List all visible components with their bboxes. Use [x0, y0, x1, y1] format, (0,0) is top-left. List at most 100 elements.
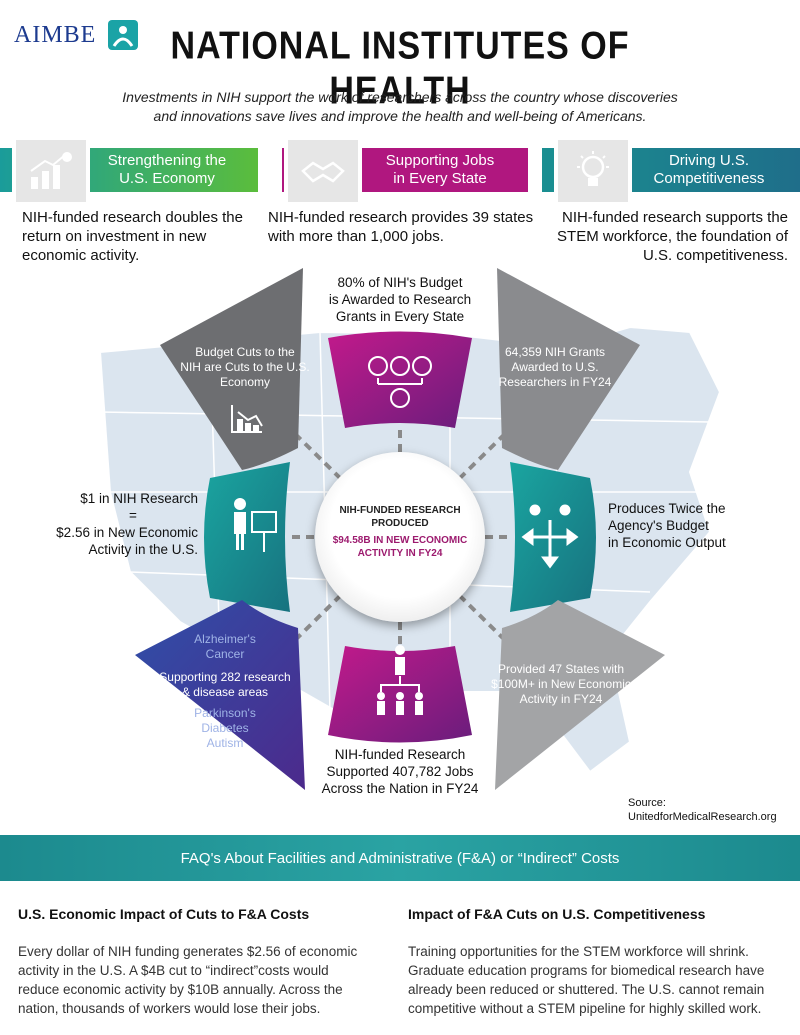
- sector-economic-activity: [204, 462, 290, 612]
- handshake-icon: [301, 161, 345, 183]
- sector-grants: [497, 268, 640, 470]
- column-body-economic: Every dollar of NIH funding generates $2…: [18, 942, 398, 1018]
- pillar-jobs-desc: NIH-funded research provides 39 states w…: [268, 208, 538, 246]
- desc-line: STEM workforce, the foundation of: [557, 228, 788, 245]
- text-line: =: [129, 508, 137, 523]
- bottom-text: NIH-funded Research Supported 407,782 Jo…: [290, 746, 510, 797]
- pillar-jobs-icon-box: [284, 136, 362, 206]
- text-line: Agency's Budget: [608, 518, 709, 533]
- text-line: Grants in Every State: [335, 309, 465, 324]
- presenter-icon: [234, 498, 277, 552]
- body-line: Graduate education programs for biomedic…: [408, 963, 765, 978]
- center-text: NIH-FUNDED RESEARCH PRODUCED $94.58B IN …: [325, 504, 475, 560]
- pillar-economy-icon-box: [12, 136, 90, 206]
- states-label: Provided 47 States with $100M+ in New Ec…: [486, 662, 636, 707]
- label-line: & disease areas: [181, 685, 269, 699]
- subtitle-line: Investments in NIH support the work of r…: [122, 89, 678, 105]
- desc-line: NIH-funded research provides 39 states: [268, 209, 534, 226]
- label-line: Economy: [219, 375, 271, 389]
- desc-line: NIH-funded research doubles the: [22, 209, 243, 226]
- center-highlight-line: ACTIVITY IN FY24: [357, 548, 443, 559]
- body-line: Training opportunities for the STEM work…: [408, 944, 749, 959]
- grants-label: 64,359 NIH Grants Awarded to U.S. Resear…: [490, 345, 620, 390]
- desc-line: economic activity.: [22, 247, 140, 264]
- label-line: 64,359 NIH Grants: [504, 345, 606, 359]
- sector-states: [495, 600, 665, 790]
- center-highlight-line: $94.58B IN NEW ECONOMIC: [332, 535, 468, 546]
- label-line: Activity in FY24: [519, 692, 603, 706]
- pillar-competitiveness-desc: NIH-funded research supports the STEM wo…: [548, 208, 788, 265]
- sector-research-grants: [328, 331, 472, 428]
- page-title: NATIONAL INSTITUTES OF HEALTH: [170, 24, 630, 113]
- declining-chart-icon: [231, 405, 263, 433]
- pillar-title-line: Strengthening the: [107, 152, 227, 169]
- people-network-icon: [368, 356, 432, 408]
- body-line: activity in the U.S. A $4B cut to “indir…: [18, 963, 329, 978]
- center-text-line: NIH-FUNDED RESEARCH: [339, 505, 461, 516]
- faq-banner: FAQ's About Facilities and Administrativ…: [0, 835, 800, 881]
- right-text: Produces Twice the Agency's Budget in Ec…: [608, 500, 778, 551]
- label-line: Supporting 282 research: [159, 670, 291, 684]
- desc-line: with more than 1,000 jobs.: [268, 228, 444, 245]
- text-line: 80% of NIH's Budget: [337, 275, 463, 290]
- body-line: competitive without a STEM pipeline for …: [408, 1001, 762, 1016]
- center-circle: NIH-FUNDED RESEARCH PRODUCED $94.58B IN …: [315, 452, 485, 622]
- column-body-competitiveness: Training opportunities for the STEM work…: [408, 942, 793, 1018]
- wheel-connectors: [283, 422, 517, 652]
- body-line: already been reduced or shuttered. The U…: [408, 982, 765, 997]
- disease-name: Parkinson's: [194, 706, 256, 720]
- text-line: NIH-funded Research: [334, 747, 466, 762]
- sector-budget-cuts: [160, 268, 303, 470]
- subtitle-line: and innovations save lives and improve t…: [153, 108, 647, 124]
- page-subtitle: Investments in NIH support the work of r…: [80, 88, 720, 126]
- pillar-competitiveness-icon-box: [554, 136, 632, 206]
- pillar-title-line: in Every State: [393, 170, 487, 187]
- text-line: $1 in NIH Research: [80, 491, 198, 506]
- logo-text: AIMBE: [14, 22, 97, 48]
- disease-areas-label: Alzheimer's Cancer Supporting 282 resear…: [150, 632, 300, 751]
- text-line: $2.56 in New Economic: [56, 525, 198, 540]
- text-line: Across the Nation in FY24: [321, 781, 479, 796]
- aimbe-logo: AIMBE: [14, 18, 144, 52]
- top-text: 80% of NIH's Budget is Awarded to Resear…: [300, 274, 500, 325]
- disease-name: Cancer: [205, 647, 245, 661]
- desc-line: NIH-funded research supports the: [562, 209, 788, 226]
- column-heading-economic: U.S. Economic Impact of Cuts to F&A Cost…: [18, 906, 310, 922]
- logo-emblem-icon: [108, 20, 138, 50]
- text-line: Activity in the U.S.: [88, 542, 198, 557]
- desc-line: U.S. competitiveness.: [642, 247, 788, 264]
- label-line: Budget Cuts to the: [195, 345, 295, 359]
- lightbulb-icon: [577, 151, 609, 186]
- pillar-title-line: Competitiveness: [653, 170, 765, 187]
- budget-cuts-label: Budget Cuts to the NIH are Cuts to the U…: [180, 345, 310, 390]
- center-text-line: PRODUCED: [371, 518, 429, 529]
- label-line: NIH are Cuts to the U.S.: [180, 360, 310, 374]
- body-line: Every dollar of NIH funding generates $2…: [18, 944, 358, 959]
- pillar-title-line: Supporting Jobs: [385, 152, 495, 169]
- label-line: Provided 47 States with: [497, 662, 625, 676]
- label-line: $100M+ in New Economic: [491, 677, 631, 691]
- disease-name: Autism: [206, 736, 244, 750]
- body-line: nation, thousands of workers would lose …: [18, 1001, 321, 1016]
- growth-chart-icon: [30, 152, 72, 189]
- source-value: UnitedforMedicalResearch.org: [628, 811, 777, 823]
- text-line: Supported 407,782 Jobs: [326, 764, 474, 779]
- left-text: $1 in NIH Research = $2.56 in New Econom…: [28, 490, 198, 558]
- label-line: Awarded to U.S.: [511, 360, 599, 374]
- text-line: Produces Twice the: [608, 501, 726, 516]
- label-line: Researchers in FY24: [498, 375, 612, 389]
- pillar-title-line: U.S. Economy: [119, 170, 215, 187]
- body-line: reduce economic activity by $10B annuall…: [18, 982, 343, 997]
- source-note: Source: UnitedforMedicalResearch.org: [628, 796, 777, 824]
- directional-arrows-icon: [521, 504, 579, 569]
- pillar-title-line: Driving U.S.: [668, 152, 749, 169]
- text-line: is Awarded to Research: [328, 292, 472, 307]
- pillar-competitiveness: Driving U.S.Competitiveness: [542, 136, 800, 206]
- team-hierarchy-icon: [377, 645, 423, 715]
- sector-disease-areas: [135, 600, 305, 790]
- source-label: Source:: [628, 797, 666, 809]
- disease-name: Alzheimer's: [194, 632, 256, 646]
- disease-name: Diabetes: [201, 721, 249, 735]
